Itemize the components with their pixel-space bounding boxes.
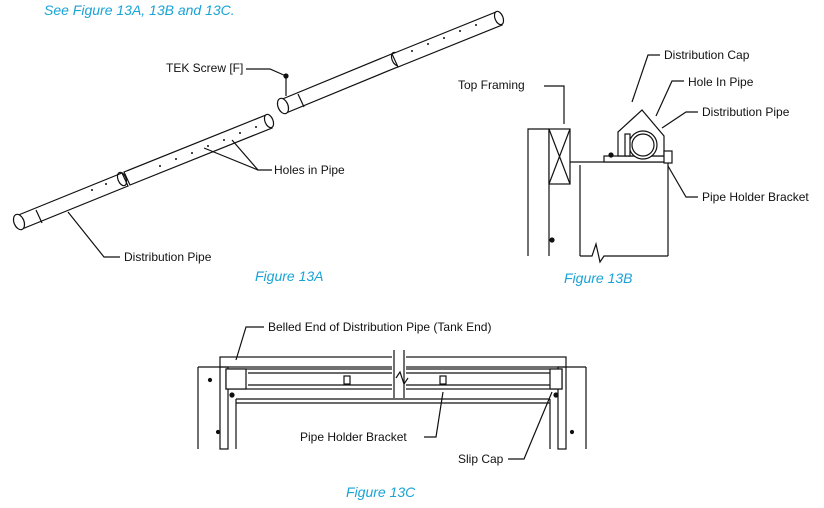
figure-13b-drawing [527,54,698,264]
distribution-pipe-lower-left [12,171,129,231]
figure-13c-caption: Figure 13C [346,484,416,500]
pipe-holder-bracket-label-13b: Pipe Holder Bracket [702,190,809,204]
figure-13a-caption: Figure 13A [255,268,324,284]
pipe-holder-bracket-label-13c: Pipe Holder Bracket [300,430,407,444]
top-framing-label: Top Framing [458,78,525,92]
figure-13c-drawing [197,326,587,460]
distribution-pipe-lower-right [123,113,275,186]
figure-reference-header: See Figure 13A, 13B and 13C. [44,2,235,18]
figure-13a-leaders [67,68,289,258]
figure-13a-drawing [12,10,505,258]
distribution-pipe-upper-right [391,10,505,68]
holes-in-pipe-label: Holes in Pipe [274,163,345,177]
distribution-pipe-label-13b: Distribution Pipe [702,105,790,119]
slip-cap-label: Slip Cap [458,452,504,466]
pipe-holes [91,24,477,191]
hole-in-pipe-label: Hole In Pipe [688,75,754,89]
figure-13b-caption: Figure 13B [564,270,633,286]
belled-end-label: Belled End of Distribution Pipe (Tank En… [268,320,492,334]
tek-screw-label: TEK Screw [F] [166,61,244,75]
distribution-cap-label: Distribution Cap [664,48,750,62]
distribution-pipe-upper-left [276,51,402,115]
distribution-pipe-label-13a: Distribution Pipe [124,250,212,264]
